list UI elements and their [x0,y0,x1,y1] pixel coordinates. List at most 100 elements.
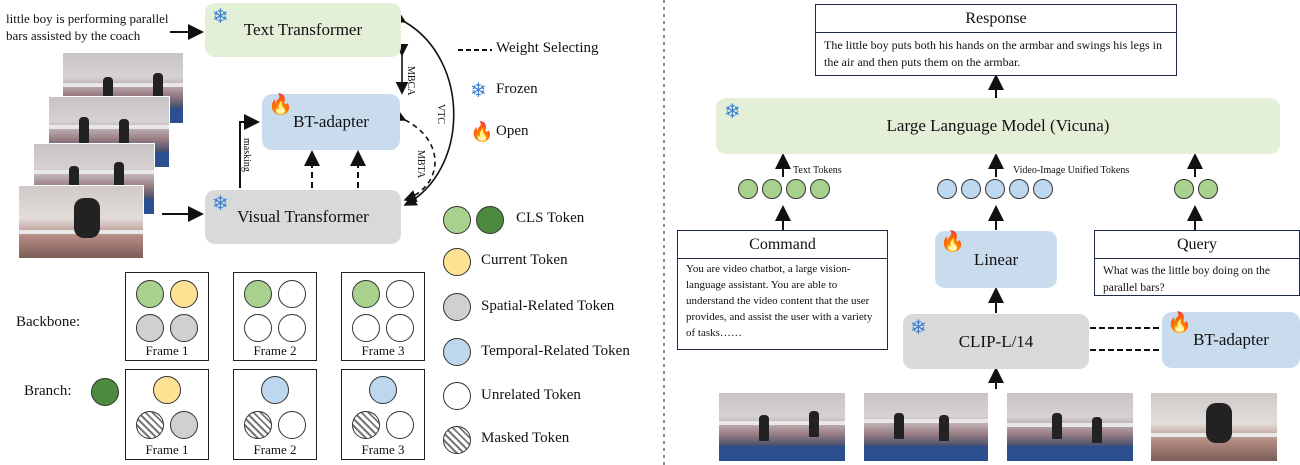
frame-caption: Frame 2 [253,343,297,358]
video-token [1033,179,1053,199]
token [170,314,198,342]
command-title: Command [678,231,887,259]
token [278,314,306,342]
command-box: Command You are video chatbot, a large v… [677,230,888,350]
caption-line-1: little boy is performing parallel [6,11,169,26]
token [352,411,380,439]
flame-icon: 🔥 [268,94,293,116]
video-tokens-label: Video-Image Unified Tokens [1013,165,1130,176]
video-frame-4 [18,185,144,259]
response-box: Response The little boy puts both his ha… [815,4,1177,76]
vtc-label: VTC [435,104,446,124]
branch-frame-2: Frame 2 [233,369,317,460]
frame-caption: Frame 1 [145,442,189,457]
text-tokens-label: Text Tokens [793,165,842,176]
query-text: What was the little boy doing on the par… [1103,265,1271,294]
backbone-label: Backbone: [16,314,81,330]
linear-label: Linear [973,249,1019,269]
legend-temporal-token: Temporal-Related Token [481,343,630,359]
query-token [1174,179,1194,199]
query-token [1198,179,1218,199]
snowflake-icon: ❄ [212,193,229,215]
masking-arrow [239,114,260,188]
legend-spatial-token-swatch [443,293,471,321]
input-frame-2 [863,392,989,462]
backbone-frame-2: Frame 2 [233,272,317,361]
right-bt-adapter-box: 🔥 BT-adapter [1162,312,1300,368]
video-token [937,179,957,199]
text-transformer-label: Text Transformer [243,20,363,39]
clip-label: CLIP-L/14 [958,331,1034,351]
token [386,411,414,439]
visual-transformer-box: ❄ Visual Transformer [205,190,401,244]
token [386,314,414,342]
branch-cls-token [91,378,119,406]
legend-weight-selecting: Weight Selecting [496,40,599,56]
branch-frame-1: Frame 1 [125,369,209,460]
text-token [762,179,782,199]
video-token [961,179,981,199]
frame-caption: Frame 3 [361,442,405,457]
legend-unrelated-token-swatch [443,382,471,410]
vtc-arrow [392,10,455,206]
token [244,314,272,342]
backbone-frame-1: Frame 1 [125,272,209,361]
legend-current-token-swatch [443,248,471,276]
linear-box: 🔥 Linear [935,231,1057,288]
mbca-label: MBCA [405,66,416,96]
snowflake-icon: ❄ [910,317,927,339]
legend-masked-token: Masked Token [481,430,570,446]
video-token [985,179,1005,199]
input-frame-4 [1150,392,1278,462]
frame-caption: Frame 3 [361,343,405,358]
query-box: Query What was the little boy doing on t… [1094,230,1300,296]
legend-unrelated-token: Unrelated Token [481,387,581,403]
token [261,376,289,404]
mbta-arrow [392,109,436,203]
snowflake-icon: ❄ [724,101,741,123]
input-frame-3 [1006,392,1134,462]
token [136,411,164,439]
legend-cls-light-token [443,206,471,234]
legend-current-token: Current Token [481,252,568,268]
token [386,280,414,308]
token [278,280,306,308]
legend-cls-token: CLS Token [516,210,585,226]
legend-spatial-token: Spatial-Related Token [481,298,615,314]
token [170,411,198,439]
token [136,280,164,308]
response-title: Response [816,5,1176,33]
video-token [1009,179,1029,199]
legend-cls-dark-token [476,206,504,234]
text-transformer-box: ❄ Text Transformer [205,3,401,57]
llm-box: ❄ Large Language Model (Vicuna) [716,98,1280,154]
token [369,376,397,404]
frame-caption: Frame 1 [145,343,189,358]
branch-label: Branch: [24,383,72,399]
flame-icon: 🔥 [940,231,965,253]
command-text: You are video chatbot, a large vision-la… [686,263,873,339]
input-frame-1 [718,392,846,462]
token [244,280,272,308]
token [244,411,272,439]
legend-masked-token-swatch [443,426,471,454]
token [153,376,181,404]
bt-adapter-label: BT-adapter [293,112,369,131]
llm-label: Large Language Model (Vicuna) [886,116,1110,135]
token [136,314,164,342]
snowflake-icon: ❄ [470,80,487,102]
text-token [738,179,758,199]
token [352,280,380,308]
legend-temporal-token-swatch [443,338,471,366]
legend-frozen: Frozen [496,81,538,97]
token [352,314,380,342]
visual-transformer-label: Visual Transformer [237,207,369,226]
flame-icon: 🔥 [470,122,494,143]
bt-adapter-box: 🔥 BT-adapter [262,94,400,150]
mbta-label: MBTA [415,150,426,179]
query-title: Query [1095,231,1299,259]
token [278,411,306,439]
response-text: The little boy puts both his hands on th… [824,38,1162,69]
